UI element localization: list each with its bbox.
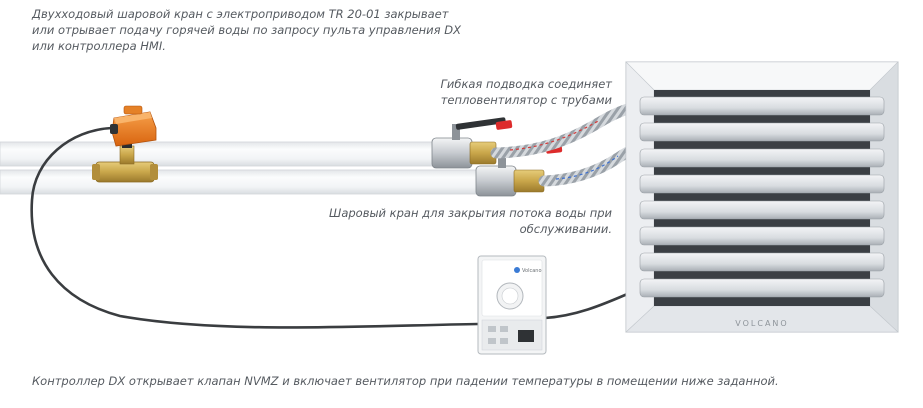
controller-switch-2 [500,326,508,332]
heater-louver [639,96,885,116]
caption-ball-valve: Шаровый кран для закрытия потока воды пр… [329,205,612,237]
heater-louver [639,148,885,168]
control-cable [30,126,480,329]
supply-pipe [0,141,471,167]
caption-line: Двухходовый шаровой кран с электропривод… [32,7,449,21]
unit-heater: VOLCANO [625,61,899,333]
caption-line: Шаровый кран для закрытия потока воды пр… [329,206,612,220]
heater-louver [639,278,885,298]
heater-louver [639,226,885,246]
caption-flex-hose: Гибкая подводка соединяет тепловентилято… [440,76,612,108]
flex-hose-upper-stripe [509,119,601,151]
valve-actuator [110,105,157,147]
heater-louvers [639,96,885,298]
caption-controller: Контроллер DX открывает клапан NVMZ и вк… [32,373,779,389]
motorized-valve [92,105,158,183]
caption-line: или отрывает подачу горячей воды по запр… [32,23,461,37]
caption-line: Гибкая подводка соединяет [440,77,612,91]
thermostat-controller: Volcano [477,255,547,355]
heater-louver [639,252,885,272]
controller-switch-1 [488,326,496,332]
return-pipe [0,169,481,195]
heater-louver [639,122,885,142]
heater-brand: VOLCANO [735,319,788,328]
flex-hose-upper [490,100,646,159]
controller-switch-3 [488,338,496,344]
caption-line: тепловентилятор с трубами [440,93,612,107]
caption-line: или контроллера HMI. [32,39,166,53]
controller-switch-4 [500,338,508,344]
controller-logo: Volcano [522,268,542,274]
caption-line: обслуживании. [519,222,612,236]
ball-valve-upper [431,117,513,169]
heater-louver [639,174,885,194]
caption-motorized-valve: Двухходовый шаровой кран с электропривод… [32,6,461,54]
heater-louver [639,200,885,220]
controller-logo-icon [514,267,520,273]
flex-hose-lower-stripe [555,155,619,180]
caption-line: Контроллер DX открывает клапан NVMZ и вк… [32,374,779,388]
fan-cable [543,290,634,320]
